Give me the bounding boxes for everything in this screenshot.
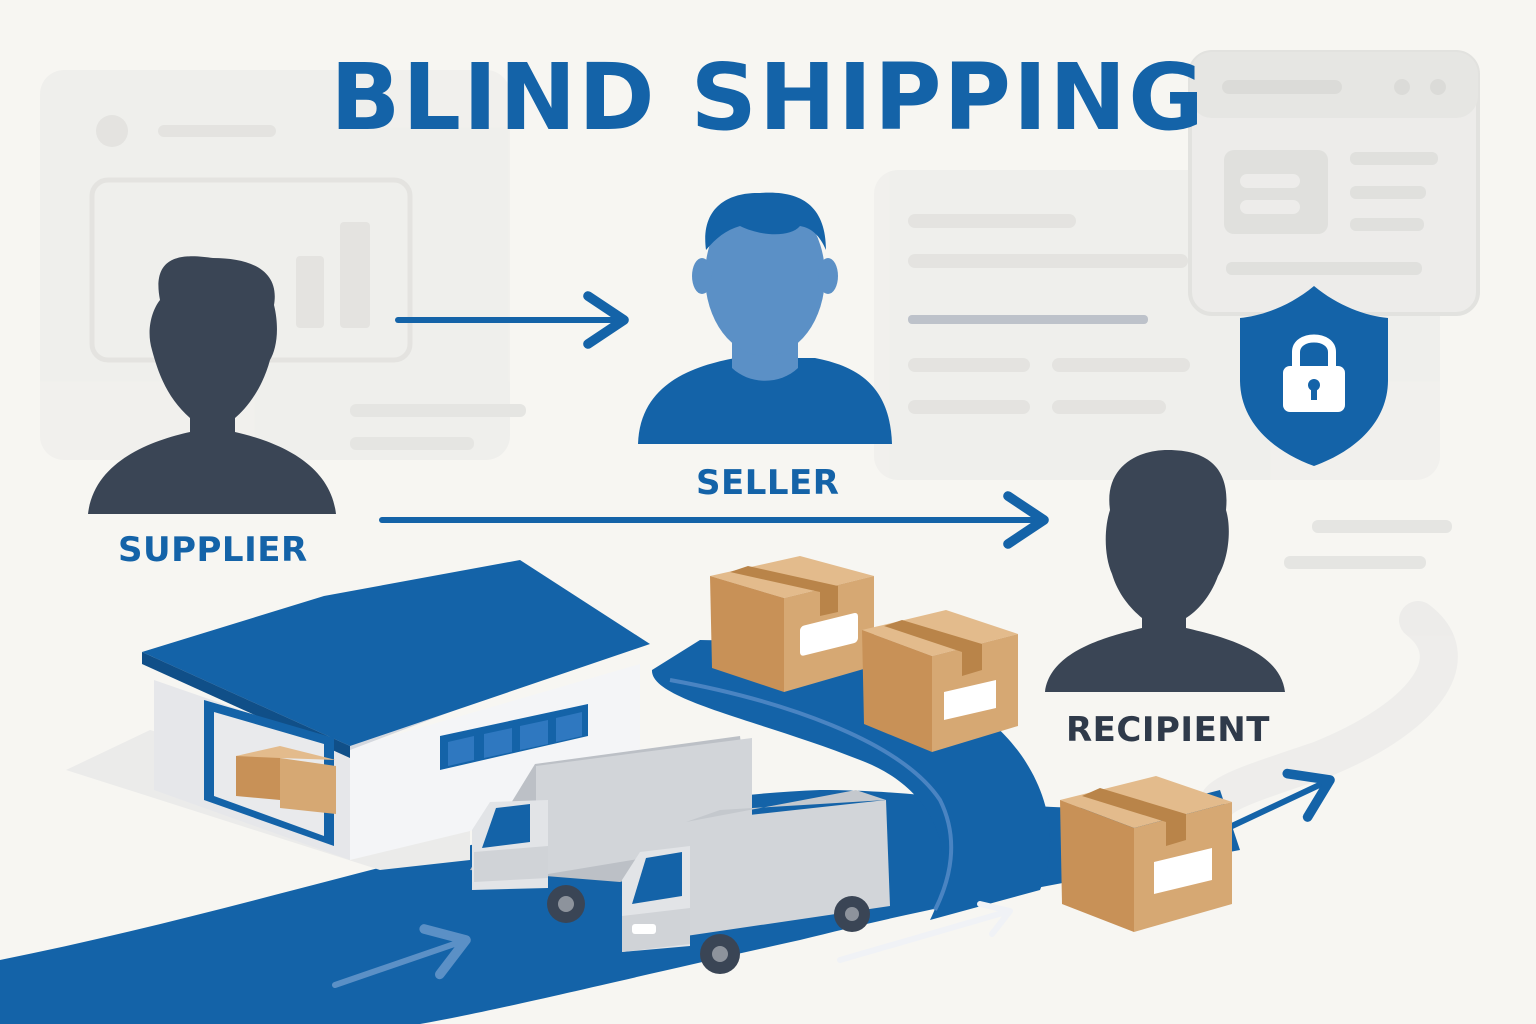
truck-icon	[622, 790, 890, 974]
package-icon	[710, 556, 874, 692]
recipient-person-icon	[1045, 450, 1285, 692]
page-title: BLIND SHIPPING	[330, 44, 1206, 151]
warehouse-icon	[66, 560, 650, 870]
package-icon	[236, 746, 336, 814]
recipient-label: RECIPIENT	[1066, 710, 1270, 750]
route-arrows	[332, 768, 1335, 988]
supplier-label: SUPPLIER	[118, 530, 308, 570]
seller-person-icon	[638, 192, 892, 444]
shield-lock-icon	[1240, 286, 1388, 466]
package-icon	[862, 610, 1018, 752]
package-icon	[1060, 776, 1232, 932]
flow-arrows	[379, 291, 1049, 549]
supplier-person-icon	[88, 256, 336, 514]
seller-label: SELLER	[696, 463, 840, 503]
